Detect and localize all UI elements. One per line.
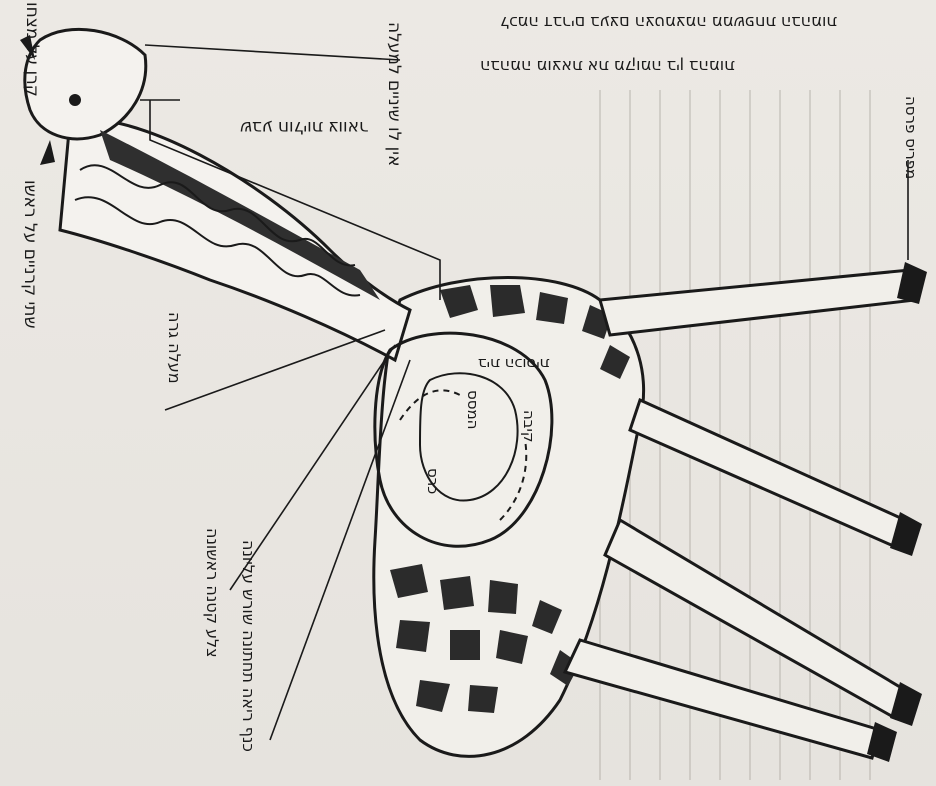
label-stomach-4: קיבה [521,410,536,442]
label-top-line-2: הבהמה מוצאת את מקומה בין בהמות [480,58,735,74]
giraffe-head-outline [25,29,146,138]
label-stomach-3: המסס [465,390,480,429]
label-lung-wing: כנף ריאה תחתונה שורש עליונה [240,540,256,752]
label-seven-vertebrae: שבע חוליות צוואר [240,118,369,135]
giraffe-torso-outline [374,278,644,757]
giraffe-ossicone-2 [40,140,55,165]
label-split-hooves: מפריס פרסה [903,96,918,179]
label-two-horns: שתי קרניים על ראשו [21,180,38,329]
label-throat-ascent: מעלה גרה [166,312,182,384]
label-first-small-rib: צלע קטנה ראשונה [204,528,220,658]
label-horn-on-forehead: קרן על מצחו [23,2,40,97]
label-stomach-2: בית הכוסית [478,356,549,371]
label-top-line-1: לכמה דברים בעצם הצטמצמה ממשפחת הבהמות [500,14,837,30]
label-stomach-1: כרס [425,468,440,494]
label-no-upper-teeth: אין לו שיניים למעלה [385,22,402,166]
giraffe-eye [69,94,81,106]
